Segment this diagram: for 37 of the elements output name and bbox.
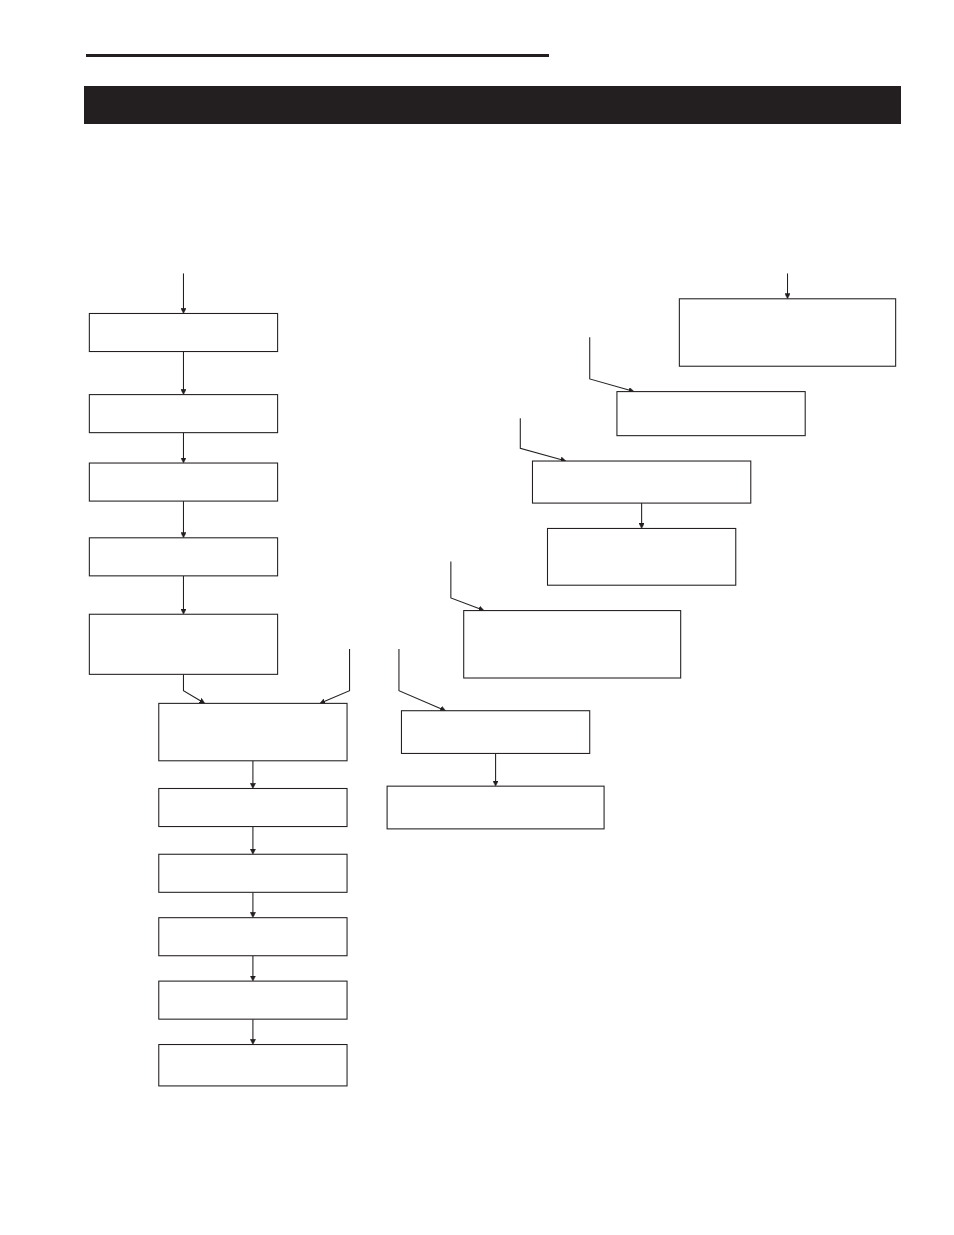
arrow xyxy=(180,272,187,314)
arrow xyxy=(638,502,645,529)
arrow xyxy=(784,272,791,300)
process-box xyxy=(88,312,279,353)
process-box xyxy=(158,980,348,1020)
arrow xyxy=(249,955,256,982)
arrow xyxy=(450,560,485,612)
arrow xyxy=(398,648,446,712)
arrow xyxy=(249,760,256,789)
arrow xyxy=(589,336,635,393)
process-box xyxy=(88,537,279,577)
process-box xyxy=(158,1044,348,1087)
process-box xyxy=(546,527,737,586)
arrow xyxy=(249,826,256,855)
arrow xyxy=(492,752,499,787)
process-box xyxy=(678,298,897,367)
process-box xyxy=(158,702,348,762)
arrow xyxy=(180,351,187,395)
process-box xyxy=(88,613,279,675)
process-box xyxy=(531,460,752,504)
arrow xyxy=(180,500,187,539)
arrow xyxy=(319,648,351,704)
arrow xyxy=(519,417,567,463)
arrow xyxy=(249,891,256,918)
process-box xyxy=(400,710,591,754)
process-box xyxy=(386,785,605,830)
process-box xyxy=(158,917,348,957)
arrow xyxy=(249,1018,256,1045)
process-box xyxy=(88,462,279,502)
process-box xyxy=(158,853,348,893)
process-box xyxy=(88,394,279,434)
process-box xyxy=(463,610,682,679)
arrow xyxy=(182,673,205,704)
arrow xyxy=(180,432,187,464)
process-box xyxy=(158,787,348,828)
process-box xyxy=(616,391,806,437)
arrow xyxy=(180,575,187,615)
